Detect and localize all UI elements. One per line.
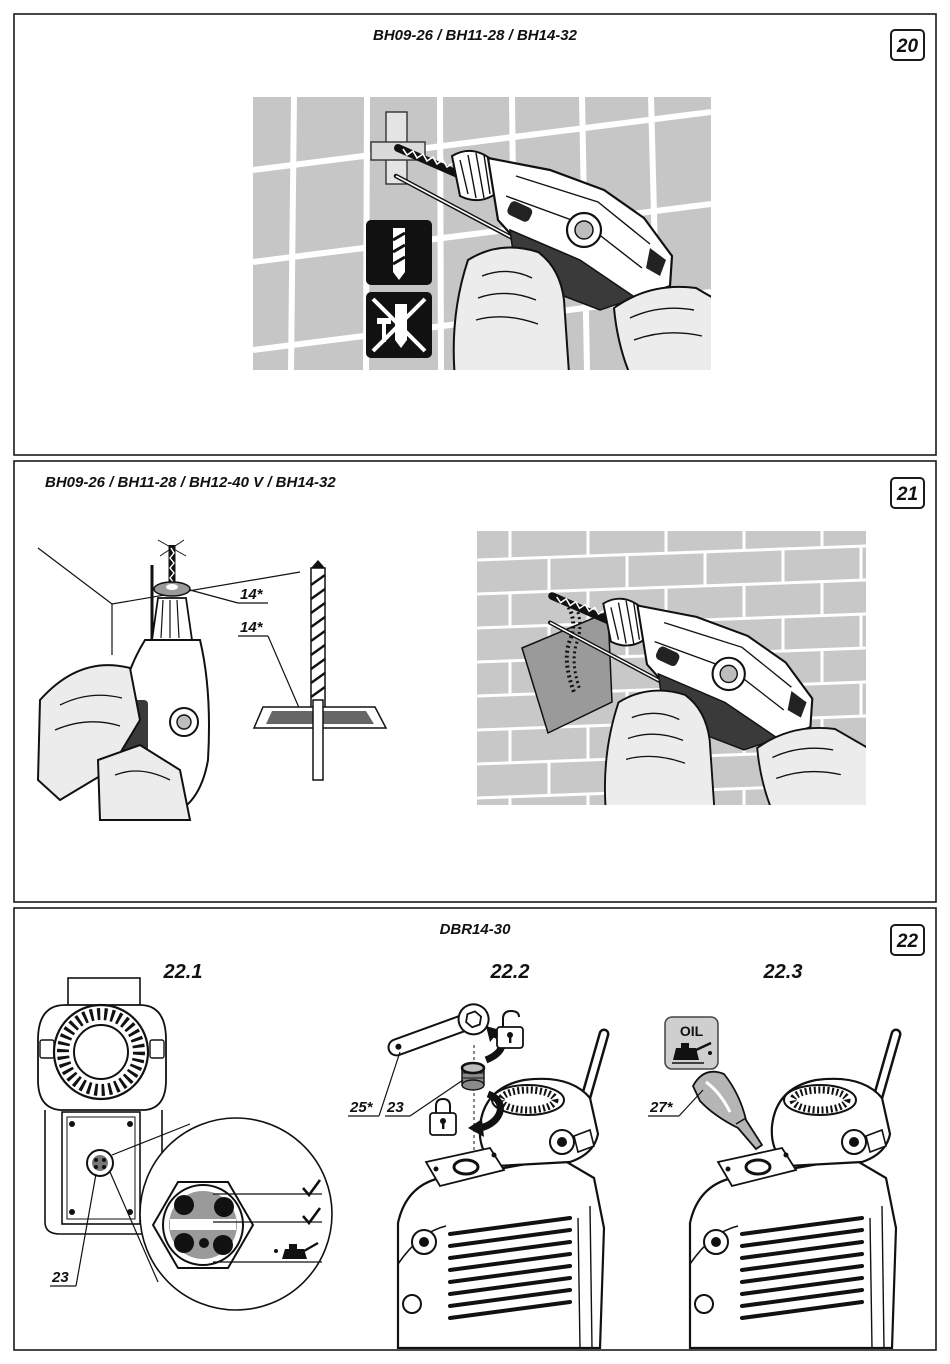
svg-text:22: 22 <box>896 931 919 952</box>
svg-text:23: 23 <box>51 1269 69 1286</box>
svg-text:OIL: OIL <box>680 1023 704 1039</box>
figure-21-panel: BH09-26 / BH11-28 / BH12-40 V / BH14-32 … <box>14 461 936 902</box>
svg-text:25*: 25* <box>349 1099 374 1116</box>
figure-number-badge: 21 <box>891 478 924 508</box>
svg-text:27*: 27* <box>649 1099 674 1116</box>
svg-text:20: 20 <box>896 36 919 57</box>
svg-text:21: 21 <box>896 484 918 505</box>
no-chisel-icon <box>366 292 432 358</box>
drill-bit-icon <box>366 220 432 285</box>
step-22-3-label: 22.3 <box>763 961 803 983</box>
figure-21-title: BH09-26 / BH11-28 / BH12-40 V / BH14-32 <box>45 474 336 491</box>
svg-text:23: 23 <box>386 1099 404 1116</box>
oil-filler-plug <box>462 1063 484 1090</box>
svg-text:14*: 14* <box>240 619 264 636</box>
brick-wall-drilling-scene <box>477 514 871 831</box>
figure-number-badge: 22 <box>891 925 924 955</box>
ceiling-drilling-scene <box>38 540 300 820</box>
figure-20-title: BH09-26 / BH11-28 / BH14-32 <box>373 27 578 44</box>
svg-text:14*: 14* <box>240 586 264 603</box>
figure-22-panel: DBR14-30 22 22.1 22.2 22.3 <box>14 908 936 1350</box>
callout-oil-bottle: 27* <box>648 1090 703 1116</box>
oil-level-detail-zoom <box>140 1118 332 1310</box>
figure-22-title: DBR14-30 <box>440 921 512 938</box>
oil-bottle <box>693 1072 762 1149</box>
step-22-2-label: 22.2 <box>490 961 530 983</box>
callout-oil-filler-plug: 23 <box>385 1080 463 1116</box>
callout-dust-cup-lower: 14* <box>238 619 300 710</box>
figure-20-panel: BH09-26 / BH11-28 / BH14-32 20 <box>14 14 936 455</box>
drill-bit-with-dust-cup <box>254 560 386 780</box>
tile-wall-drilling-scene <box>253 97 734 388</box>
wrench <box>384 1000 493 1064</box>
step-22-1-label: 22.1 <box>163 961 203 983</box>
figure-number-badge: 20 <box>891 30 924 60</box>
lock-open-icon <box>497 1011 523 1048</box>
oil-icon: OIL <box>665 1017 718 1069</box>
lock-closed-icon <box>430 1099 456 1135</box>
demolition-hammer-housing <box>398 1034 604 1348</box>
